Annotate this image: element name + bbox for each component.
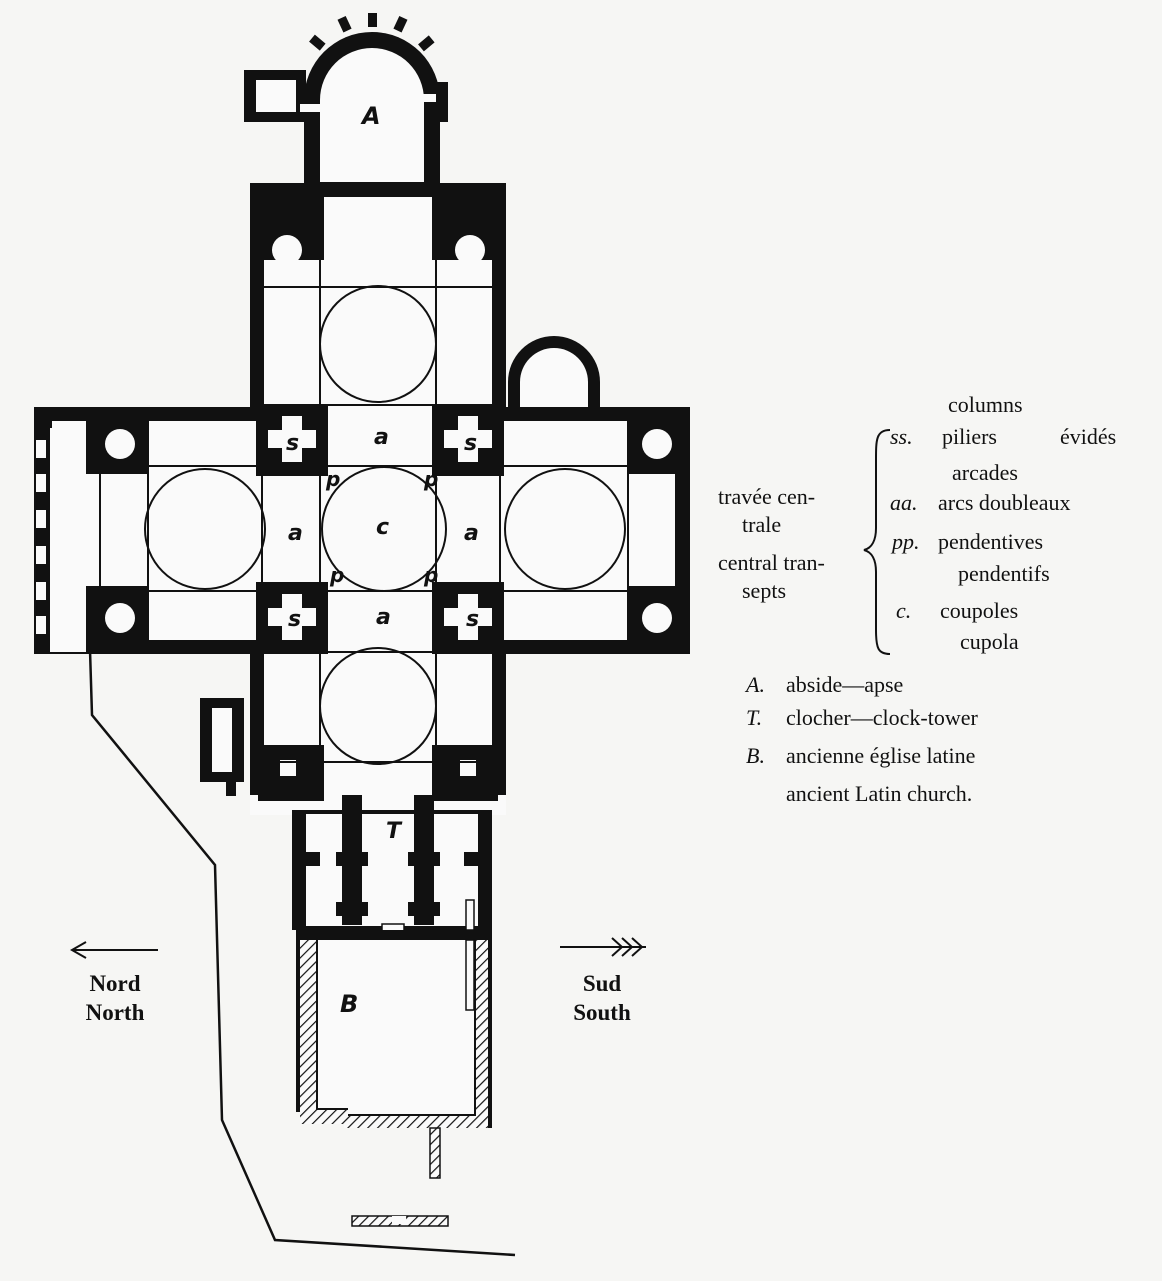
label-pier-s: s [466,607,479,632]
legend-travee: travée cen- trale [718,486,815,536]
bay-grid [99,182,677,800]
legend-coupoles: coupoles [940,598,1019,623]
cupolas [144,285,626,765]
plan-letters: A s s s s a a a a c p p p p T B [286,102,479,1018]
label-pendentive-p: p [423,467,438,491]
legend-key-A: A. [746,672,765,697]
north-arrow [69,941,158,959]
compass-sud: Sud [582,971,622,996]
clock-tower-T [292,795,492,933]
apse-A [244,13,448,183]
site-boundary-line [88,649,516,1257]
label-pendentive-p: p [325,467,340,491]
label-pendentive-p: p [423,563,438,587]
legend-key-pp: pp. [892,529,920,554]
legend-key-ss: ss. [890,424,913,449]
legend-transept-line1: central tran- [718,550,825,575]
legend-clocher: clocher—clock-tower [786,705,978,730]
west-narthex [36,428,102,652]
label-cupola-c: c [376,515,389,540]
legend-piliers: piliers [942,424,997,449]
legend-arcs: arcs doubleaux [938,490,1071,515]
label-arch-a: a [376,605,391,630]
compass-south-label: Sud South [547,970,657,1028]
legend-columns: columns [948,392,1023,417]
label-pendentive-p: p [329,563,344,587]
legend-arcades: arcades [952,460,1018,485]
compass-nord: Nord [89,971,141,996]
legend-key-c: c. [896,598,912,623]
label-tower-T: T [386,819,403,844]
label-arch-a: a [464,521,479,546]
label-arch-a: a [288,521,303,546]
label-latin-church-B: B [340,990,358,1018]
legend-pendentifs: pendentifs [958,561,1050,586]
south-annex [200,698,244,796]
label-pier-s: s [286,431,299,456]
legend-key-aa: aa. [890,490,918,515]
legend-transept-line2: septs [742,578,786,603]
side-apsidiole [508,336,600,410]
legend-travee-line1: travée cen- [718,484,816,509]
south-arrow [560,937,646,957]
legend-evides: évidés [1060,424,1117,449]
legend-ancienne: ancienne église latine [786,743,976,768]
legend-pendentives: pendentives [938,529,1044,554]
compass-north: North [85,999,145,1025]
hollow-pier-voids [105,235,672,776]
label-apse-A: A [360,102,381,130]
compass-north-label: Nord North [60,970,170,1028]
legend-transept: central tran- septs [718,552,825,602]
label-arch-a: a [374,425,389,450]
label-pier-s: s [288,607,301,632]
legend-abside: abside—apse [786,672,904,697]
legend-key-T: T. [746,705,763,730]
label-pier-s: s [464,431,477,456]
legend-key-B: B. [746,743,765,768]
interior-floor [48,197,676,815]
ruined-fragment [351,1215,449,1227]
latin-church-B [296,930,492,1179]
legend-ancient: ancient Latin church. [786,781,973,806]
legend-cupola: cupola [960,629,1019,654]
legend-travee-line2: trale [742,512,782,537]
legend-brace [863,429,891,655]
compass-south: South [573,999,631,1025]
